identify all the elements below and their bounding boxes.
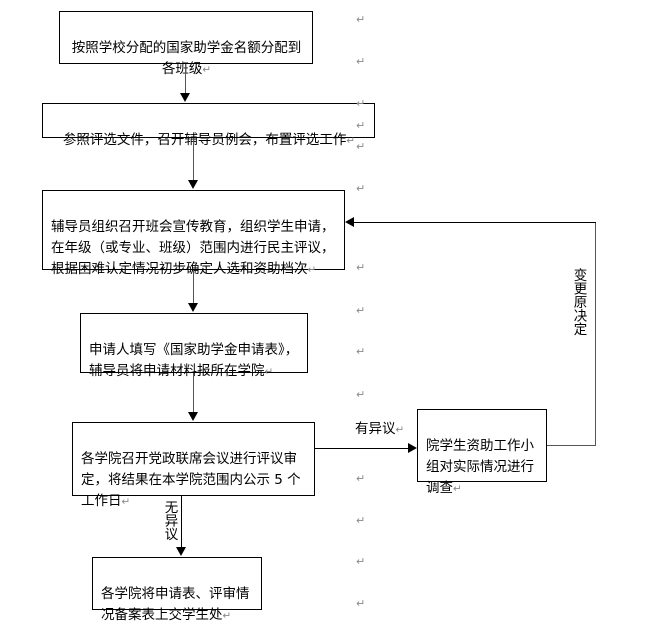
connector-line-reference-to-classmeeting <box>193 138 194 181</box>
edge-label-has-objection: 有异议↵ <box>355 421 405 437</box>
node-allocate-quota-text: 按照学校分配的国家助学金名额分配到各班级 <box>71 39 302 77</box>
paragraph-mark-icon: ↵ <box>356 119 366 132</box>
paragraph-mark-icon: ↵ <box>395 424 405 436</box>
paragraph-mark-icon: ↵ <box>356 140 366 153</box>
connector-line-classmeeting-to-application <box>193 270 194 304</box>
node-reference-documents-text: 参照评选文件，召开辅导员例会，布置评选工作 <box>62 131 347 148</box>
paragraph-mark-icon: ↵ <box>356 388 366 401</box>
paragraph-mark-icon: ↵ <box>356 514 366 527</box>
paragraph-mark-icon: ↵ <box>356 555 366 568</box>
paragraph-mark-icon: ↵ <box>222 609 232 622</box>
node-aid-group-investigation[interactable]: 院学生资助工作小组对实际情况进行调查↵ <box>417 409 547 496</box>
node-class-meeting[interactable]: 辅导员组织召开班会宣传教育，组织学生申请，在年级（或专业、班级）范围内进行民主评… <box>42 190 345 277</box>
arrow-head-reference-to-classmeeting-icon <box>188 180 198 189</box>
paragraph-mark-icon: ↵ <box>356 304 366 317</box>
connector-line-feedback-horizontal <box>354 222 596 223</box>
node-joint-meeting-review-text: 各学院召开党政联席会议进行评议审定，将结果在本学院范围内公示 5 个工作日 <box>81 450 301 509</box>
paragraph-mark-icon: ↵ <box>356 597 366 610</box>
paragraph-mark-icon: ↵ <box>356 345 366 358</box>
paragraph-mark-icon: ↵ <box>356 55 366 68</box>
paragraph-mark-icon: ↵ <box>307 263 317 276</box>
node-fill-application-text: 申请人填写《国家助学金申请表》，辅导员将申请材料报所在学院 <box>89 341 299 379</box>
edge-label-change-decision: 变更原决定 <box>570 268 587 336</box>
node-reference-documents[interactable]: 参照评选文件，召开辅导员例会，布置评选工作↵ <box>42 103 375 148</box>
node-fill-application[interactable]: 申请人填写《国家助学金申请表》，辅导员将申请材料报所在学院↵ <box>80 313 308 379</box>
paragraph-mark-icon: ↵ <box>202 63 212 76</box>
arrow-head-allocate-to-reference-icon <box>180 93 190 102</box>
node-aid-group-investigation-text: 院学生资助工作小组对实际情况进行调查 <box>426 437 534 496</box>
connector-line-allocate-to-reference <box>185 64 186 94</box>
arrow-head-classmeeting-to-application-icon <box>188 303 198 312</box>
paragraph-mark-icon: ↵ <box>264 365 274 378</box>
node-submit-forms-text: 各学院将申请表、评审情况备案表上交学生处 <box>101 585 250 623</box>
paragraph-mark-icon: ↵ <box>356 13 366 26</box>
connector-line-aidgroup-exit <box>547 445 596 446</box>
paragraph-mark-icon: ↵ <box>346 134 356 147</box>
paragraph-mark-icon: ↵ <box>356 472 366 485</box>
paragraph-mark-icon: ↵ <box>356 261 366 274</box>
arrow-head-jointmeeting-to-aidgroup-icon <box>408 443 417 453</box>
arrow-head-feedback-to-classmeeting-icon <box>345 217 354 227</box>
paragraph-mark-icon: ↵ <box>356 182 366 195</box>
arrow-head-jointmeeting-to-submit-icon <box>176 547 186 556</box>
paragraph-mark-icon: ↵ <box>121 495 131 508</box>
node-class-meeting-text: 辅导员组织召开班会宣传教育，组织学生申请，在年级（或专业、班级）范围内进行民主评… <box>51 218 335 277</box>
node-submit-forms[interactable]: 各学院将申请表、评审情况备案表上交学生处↵ <box>92 557 262 623</box>
edge-label-no-objection: 无异议 <box>161 500 178 541</box>
paragraph-mark-icon: ↵ <box>356 97 366 110</box>
arrow-head-application-to-jointmeeting-icon <box>188 412 198 421</box>
paragraph-mark-icon: ↵ <box>453 482 462 495</box>
connector-line-feedback-vertical <box>595 222 596 446</box>
node-joint-meeting-review[interactable]: 各学院召开党政联席会议进行评议审定，将结果在本学院范围内公示 5 个工作日↵ <box>72 422 315 509</box>
connector-line-jointmeeting-to-submit <box>181 496 182 548</box>
connector-line-application-to-jointmeeting <box>193 373 194 413</box>
node-allocate-quota[interactable]: 按照学校分配的国家助学金名额分配到各班级↵ <box>59 11 313 77</box>
connector-line-jointmeeting-to-aidgroup <box>315 448 409 449</box>
